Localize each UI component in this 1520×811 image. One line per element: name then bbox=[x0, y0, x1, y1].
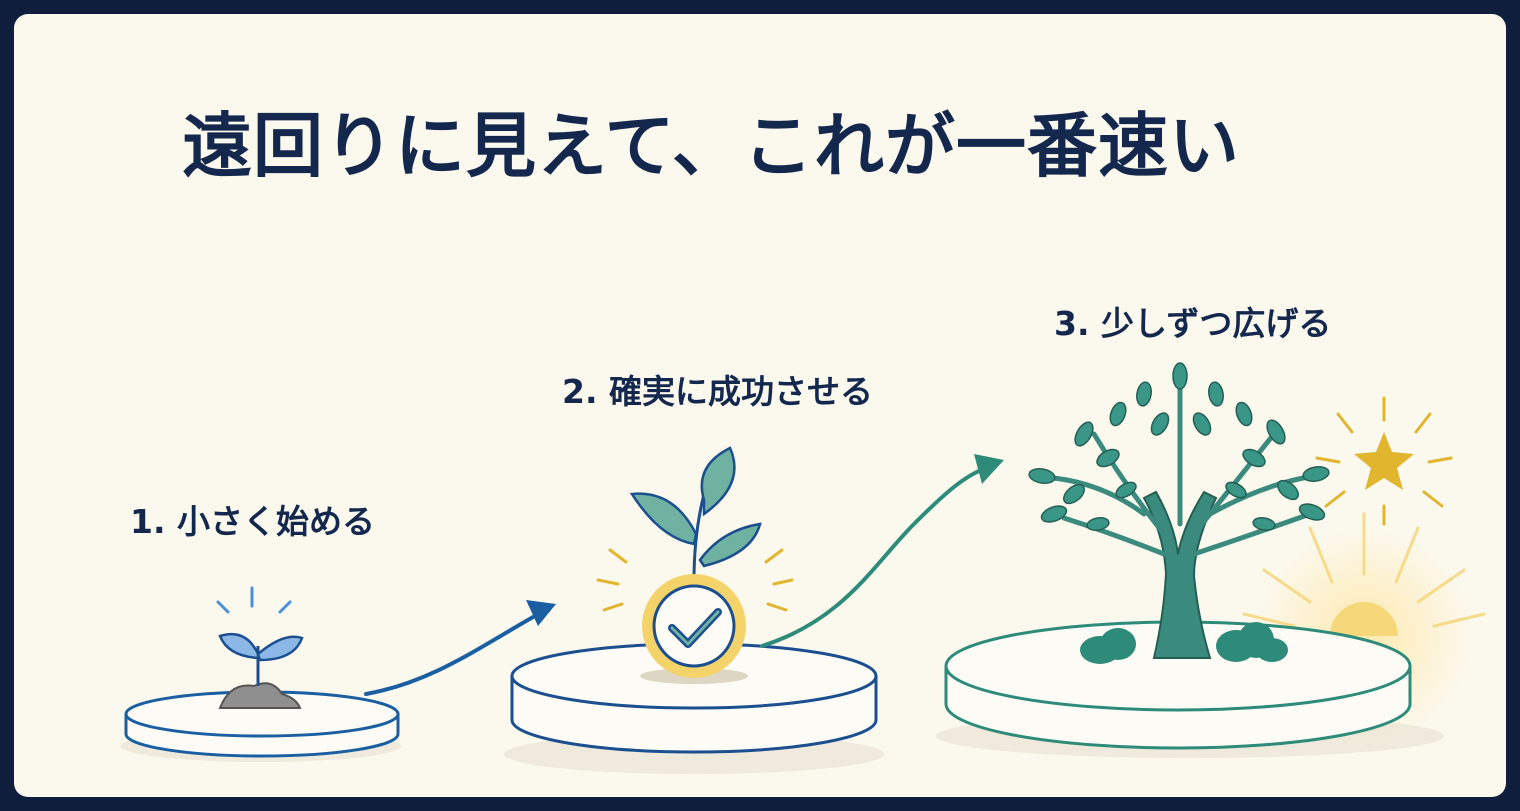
slide-title: 遠回りに見えて、これが一番速い bbox=[182, 105, 1240, 187]
slide-card: 遠回りに見えて、これが一番速い bbox=[14, 14, 1506, 797]
step-1-label: 1. 小さく始める bbox=[130, 502, 375, 541]
platform-1 bbox=[121, 690, 401, 762]
arrow-step1-to-step2 bbox=[364, 600, 556, 696]
tree-icon bbox=[1028, 362, 1330, 664]
steps-illustration bbox=[121, 362, 1486, 774]
sprout-icon bbox=[216, 586, 304, 709]
star-icon bbox=[1315, 396, 1453, 526]
check-badge-icon bbox=[596, 446, 794, 684]
platform-3 bbox=[936, 620, 1444, 758]
step-2-label: 2. 確実に成功させる bbox=[562, 372, 873, 411]
arrow-step2-to-step3 bbox=[760, 454, 1004, 648]
step-3-label: 3. 少しずつ広げる bbox=[1054, 304, 1332, 343]
